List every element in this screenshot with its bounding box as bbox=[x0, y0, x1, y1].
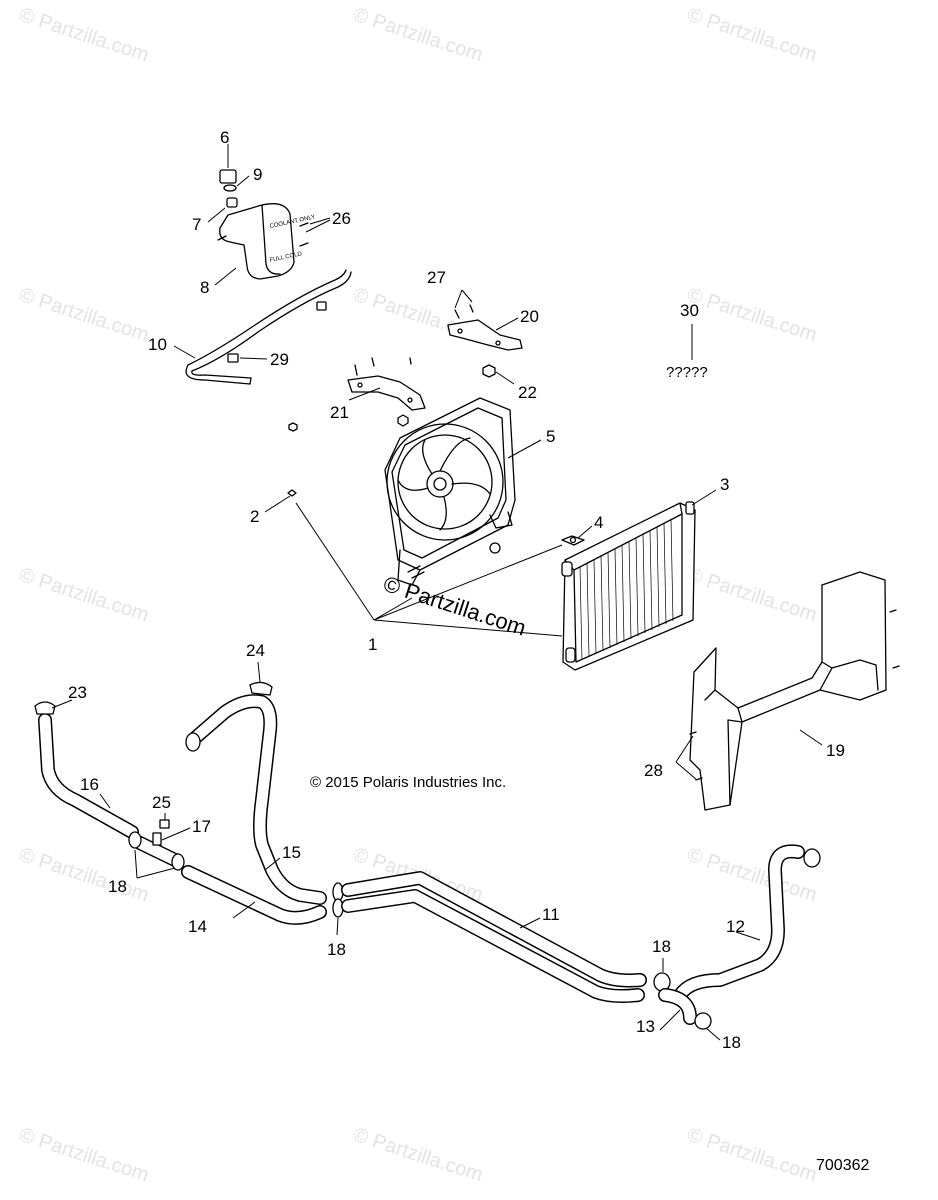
callout-21: 21 bbox=[330, 403, 349, 422]
bolt bbox=[454, 304, 474, 319]
coolant-reservoir: COOLANT ONLY FULL COLD bbox=[217, 203, 316, 280]
nut bbox=[397, 414, 409, 427]
callout-11: 11 bbox=[542, 905, 560, 924]
callout-13: 13 bbox=[636, 1017, 655, 1036]
callout-1: 1 bbox=[368, 635, 377, 654]
watermark: © Partzilla.com bbox=[16, 564, 151, 627]
callout-5: 5 bbox=[546, 427, 555, 446]
watermark: © Partzilla.com bbox=[684, 1124, 819, 1187]
callout-28: 28 bbox=[644, 761, 663, 780]
filler-neck bbox=[226, 197, 238, 208]
clamp bbox=[803, 848, 821, 868]
hose-13 bbox=[658, 988, 697, 1025]
screw-2 bbox=[287, 489, 297, 497]
watermark: © Partzilla.com bbox=[16, 1124, 151, 1187]
copyright-notice: © 2015 Polaris Industries Inc. bbox=[310, 774, 506, 791]
callouts: 1 2 3 4 5 6 7 8 9 10 11 12 13 14 15 16 1… bbox=[68, 128, 845, 1052]
callout-6: 6 bbox=[220, 128, 229, 147]
cap bbox=[219, 169, 237, 184]
watermark: © Partzilla.com bbox=[16, 844, 151, 907]
watermark: © Partzilla.com bbox=[16, 4, 151, 67]
callout-25: 25 bbox=[152, 793, 171, 812]
hose-16 bbox=[38, 713, 139, 839]
unknown-part-label: ????? bbox=[666, 364, 708, 381]
callout-30: 30 bbox=[680, 301, 699, 320]
tee-fitting-17 bbox=[133, 832, 182, 867]
hose-clip-29 bbox=[227, 353, 239, 363]
callout-26: 26 bbox=[332, 209, 351, 228]
cap-seal bbox=[223, 184, 237, 192]
screw bbox=[689, 609, 900, 781]
clamp bbox=[694, 1012, 712, 1030]
watermark: © Partzilla.com bbox=[684, 4, 819, 67]
callout-27: 27 bbox=[427, 268, 446, 287]
bolt bbox=[354, 357, 412, 376]
radiator-cap-assembly bbox=[219, 169, 238, 208]
callout-4: 4 bbox=[594, 513, 603, 532]
callout-14: 14 bbox=[188, 917, 207, 936]
clamp-24 bbox=[249, 681, 273, 696]
callout-12: 12 bbox=[726, 917, 745, 936]
callout-16: 16 bbox=[80, 775, 99, 794]
screw bbox=[299, 222, 309, 247]
clamp bbox=[171, 853, 185, 871]
watermark: © Partzilla.com bbox=[684, 564, 819, 627]
center-stamp: © Partzilla.com bbox=[380, 571, 529, 641]
diagram-number: 700362 bbox=[816, 1157, 869, 1174]
watermark: © Partzilla.com bbox=[684, 284, 819, 347]
watermark: © Partzilla.com bbox=[16, 284, 151, 347]
callout-18d: 18 bbox=[722, 1033, 741, 1052]
callout-2: 2 bbox=[250, 507, 259, 526]
nut bbox=[482, 364, 496, 378]
fan-shroud bbox=[384, 397, 516, 586]
grommet-hole bbox=[569, 536, 577, 544]
hose-12 bbox=[673, 844, 805, 1002]
clamp bbox=[128, 831, 142, 849]
watermark: © Partzilla.com bbox=[350, 1124, 485, 1187]
callout-22: 22 bbox=[518, 383, 537, 402]
callout-24: 24 bbox=[246, 641, 265, 660]
radiator bbox=[561, 501, 696, 671]
hose-24 bbox=[188, 694, 327, 905]
callout-18a: 18 bbox=[108, 877, 127, 896]
overflow-hose bbox=[185, 269, 352, 385]
grommet bbox=[561, 535, 585, 546]
callout-20: 20 bbox=[520, 307, 539, 326]
callout-9: 9 bbox=[253, 165, 262, 184]
hose-11 bbox=[341, 871, 647, 1003]
callout-18c: 18 bbox=[652, 937, 671, 956]
watermark: © Partzilla.com bbox=[350, 4, 485, 67]
callout-17: 17 bbox=[192, 817, 211, 836]
callout-10: 10 bbox=[148, 335, 167, 354]
callout-8: 8 bbox=[200, 278, 209, 297]
callout-29: 29 bbox=[270, 350, 289, 369]
upper-bracket bbox=[447, 319, 523, 351]
callout-7: 7 bbox=[192, 215, 201, 234]
hose-14 bbox=[181, 865, 327, 925]
callout-19: 19 bbox=[826, 741, 845, 760]
radiator-mount-bracket bbox=[689, 571, 887, 811]
fan-bracket bbox=[347, 375, 426, 411]
radiator-fins bbox=[579, 518, 674, 661]
nut bbox=[288, 422, 298, 432]
callout-18b: 18 bbox=[327, 940, 346, 959]
callout-3: 3 bbox=[720, 475, 729, 494]
leader-lines bbox=[51, 144, 823, 1041]
clip-25 bbox=[159, 819, 170, 829]
callout-15: 15 bbox=[282, 843, 301, 862]
clamp bbox=[185, 732, 201, 752]
hose-clip bbox=[316, 301, 327, 311]
clamp-23 bbox=[34, 701, 56, 715]
callout-23: 23 bbox=[68, 683, 87, 702]
